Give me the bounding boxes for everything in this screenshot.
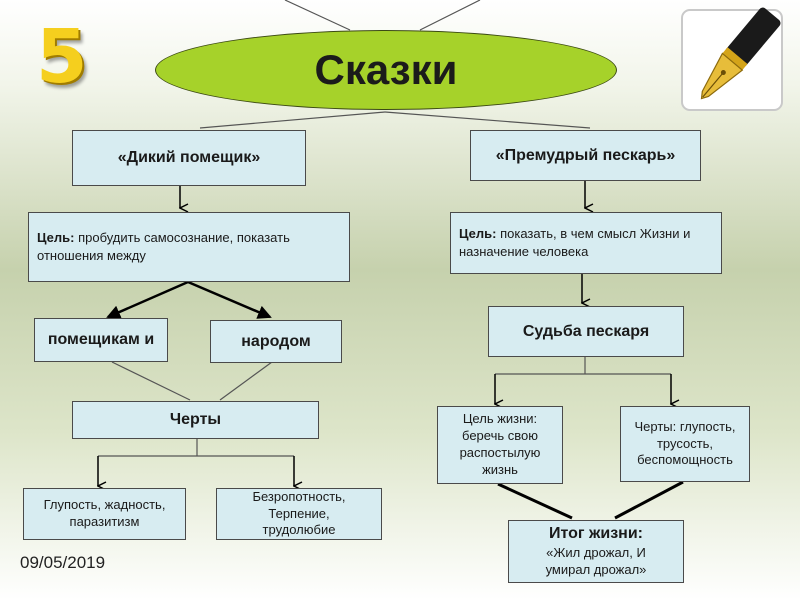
right-goal: Цель: показать, в чем смысл Жизни и назн… — [459, 225, 721, 260]
left-story-title-box: «Дикий помещик» — [72, 130, 306, 186]
diagram-title: Сказки — [314, 46, 458, 93]
life-result-box: Итог жизни: «Жил дрожал, И умирал дрожал… — [508, 520, 684, 583]
fate-label: Судьба пескаря — [522, 322, 650, 340]
left-goal: Цель: пробудить самосознание, показать о… — [37, 229, 349, 264]
fountain-pen-icon — [681, 7, 783, 111]
left-goal-text: пробудить самосознание, показать отношен… — [37, 230, 290, 263]
life-goal: Цель жизни: беречь свою распостылую жизн… — [459, 411, 541, 477]
life-result-text: «Жил дрожал, И умирал дрожал» — [545, 544, 647, 578]
date-label: 09/05/2019 — [20, 553, 106, 572]
node-people-box: народом — [210, 320, 342, 363]
fate-box: Судьба пескаря — [488, 306, 684, 357]
node-landowners: помещикам и — [47, 331, 155, 349]
life-goal-box: Цель жизни: беречь свою распостылую жизн… — [437, 406, 563, 484]
people-traits: Безропотность, Терпение, трудолюбие — [252, 488, 346, 538]
right-story-title: «Премудрый пескарь» — [495, 146, 676, 164]
left-traits: Черты — [169, 411, 222, 429]
right-goal-box: Цель: показать, в чем смысл Жизни и назн… — [450, 212, 722, 274]
life-result-label: Итог жизни: — [549, 525, 643, 543]
node-people: народом — [241, 332, 311, 350]
landowners-traits-box: Глупость, жадность, паразитизм — [23, 488, 186, 540]
right-traits-box: Черты: глупость, трусость, беспомощность — [620, 406, 750, 482]
number-five-badge: 5 — [36, 14, 88, 100]
right-goal-label: Цель: — [459, 226, 497, 242]
right-goal-text: показать, в чем смысл Жизни и назначение… — [459, 226, 691, 259]
left-traits-box: Черты — [72, 401, 319, 439]
landowners-traits: Глупость, жадность, паразитизм — [43, 497, 166, 529]
right-story-title-box: «Премудрый пескарь» — [470, 130, 701, 181]
title-ellipse: Сказки — [155, 30, 617, 110]
node-landowners-box: помещикам и — [34, 318, 168, 362]
left-story-title: «Дикий помещик» — [117, 149, 261, 167]
left-goal-box: Цель: пробудить самосознание, показать о… — [28, 212, 350, 282]
people-traits-box: Безропотность, Терпение, трудолюбие — [216, 488, 382, 540]
right-traits: Черты: глупость, трусость, беспомощность — [634, 418, 736, 468]
left-goal-label: Цель: — [37, 230, 75, 246]
